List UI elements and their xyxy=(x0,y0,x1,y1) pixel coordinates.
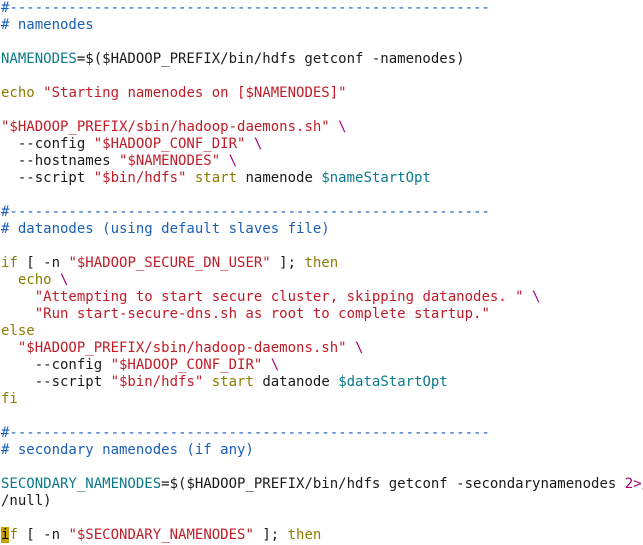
code-line[interactable] xyxy=(0,68,643,85)
code-token: --script xyxy=(1,374,111,390)
code-token: /sbin/hadoop-daemons.sh" xyxy=(127,119,330,135)
code-token: =$($HADOOP_PREFIX/bin/hdfs getconf -seco… xyxy=(161,476,625,492)
code-token: fi xyxy=(1,391,18,407)
code-token: /hdfs" xyxy=(152,374,204,390)
code-line[interactable] xyxy=(0,187,643,204)
code-token xyxy=(1,289,35,305)
code-line[interactable]: fi xyxy=(0,391,643,408)
code-token: $dataStartOpt xyxy=(338,374,448,390)
code-token: #---------------------------------------… xyxy=(1,204,490,220)
code-line[interactable]: "$HADOOP_PREFIX/sbin/hadoop-daemons.sh" … xyxy=(0,119,643,136)
code-token: namenode xyxy=(237,170,322,186)
code-token: --hostnames xyxy=(1,153,120,169)
code-token: 2> xyxy=(624,476,642,492)
code-line[interactable] xyxy=(0,34,643,51)
code-token: start xyxy=(186,170,238,186)
code-token xyxy=(1,272,18,288)
code-line[interactable]: if [ -n "$SECONDARY_NAMENODES" ]; then xyxy=(0,527,643,544)
code-token: datanode xyxy=(253,374,339,390)
code-line[interactable]: else xyxy=(0,323,643,340)
code-line[interactable]: echo \ xyxy=(0,272,643,289)
code-token: # secondary namenodes (if any) xyxy=(1,442,254,458)
code-token: [ -n xyxy=(17,527,69,543)
code-line[interactable] xyxy=(0,510,643,527)
code-line[interactable] xyxy=(0,459,643,476)
code-token: "$HADOOP_CONF_DIR" xyxy=(93,136,246,152)
code-token: # datanodes (using default slaves file) xyxy=(1,221,330,237)
code-token: then xyxy=(304,255,339,271)
code-line[interactable]: #---------------------------------------… xyxy=(0,425,643,442)
code-token: \ xyxy=(262,357,280,373)
code-token: --config xyxy=(1,357,111,373)
code-token: f xyxy=(9,527,18,543)
code-token: --script xyxy=(1,170,94,186)
code-line[interactable]: #---------------------------------------… xyxy=(0,0,643,17)
code-token: SECONDARY_NAMENODES xyxy=(1,476,162,492)
code-token: "$NAMENODES" xyxy=(119,153,221,169)
code-line[interactable]: "Run start-secure-dns.sh as root to comp… xyxy=(0,306,643,323)
code-token: =$($HADOOP_PREFIX/bin/hdfs getconf -name… xyxy=(76,51,465,67)
code-token: \ xyxy=(346,340,364,356)
code-line[interactable]: echo "Starting namenodes on [$NAMENODES]… xyxy=(0,85,643,102)
code-token: #---------------------------------------… xyxy=(1,425,490,441)
code-token: "Starting namenodes on [$NAMENODES]" xyxy=(43,85,347,101)
code-line[interactable]: if [ -n "$HADOOP_SECURE_DN_USER" ]; then xyxy=(0,255,643,272)
code-token: "$bin xyxy=(110,374,153,390)
code-token: if xyxy=(1,255,18,271)
code-token: /dev xyxy=(642,476,643,492)
code-line[interactable]: /null) xyxy=(0,493,643,510)
code-token: /hdfs" xyxy=(135,170,187,186)
code-token: else xyxy=(1,323,35,339)
code-token: "$bin xyxy=(93,170,136,186)
code-token: \ xyxy=(329,119,347,135)
code-line[interactable]: #---------------------------------------… xyxy=(0,204,643,221)
code-token: /null) xyxy=(1,493,52,509)
code-token: "$SECONDARY_NAMENODES" xyxy=(68,527,254,543)
code-line[interactable] xyxy=(0,408,643,425)
code-line[interactable]: "Attempting to start secure cluster, ski… xyxy=(0,289,643,306)
code-token: # namenodes xyxy=(1,17,94,33)
code-token: echo xyxy=(17,272,52,288)
code-line[interactable]: --script "$bin/hdfs" start namenode $nam… xyxy=(0,170,643,187)
code-token: #---------------------------------------… xyxy=(1,0,490,16)
code-token: \ xyxy=(245,136,263,152)
code-token: \ xyxy=(51,272,69,288)
code-token: "$HADOOP_PREFIX xyxy=(17,340,145,356)
code-token: [ -n xyxy=(17,255,69,271)
code-token: /sbin/hadoop-daemons.sh" xyxy=(144,340,347,356)
code-token: $nameStartOpt xyxy=(321,170,431,186)
code-line[interactable] xyxy=(0,238,643,255)
code-line[interactable]: SECONDARY_NAMENODES=$($HADOOP_PREFIX/bin… xyxy=(0,476,643,493)
text-cursor: i xyxy=(1,527,10,543)
code-token: NAMENODES xyxy=(1,51,77,67)
code-token: "Run start-secure-dns.sh as root to comp… xyxy=(34,306,490,322)
code-token: then xyxy=(287,527,322,543)
code-token: \ xyxy=(523,289,541,305)
code-line[interactable]: --config "$HADOOP_CONF_DIR" \ xyxy=(0,357,643,374)
code-token: --config xyxy=(1,136,94,152)
code-token: \ xyxy=(220,153,238,169)
code-line[interactable] xyxy=(0,102,643,119)
code-token: ]; xyxy=(253,527,288,543)
code-token xyxy=(35,85,43,101)
code-line[interactable]: --script "$bin/hdfs" start datanode $dat… xyxy=(0,374,643,391)
code-line[interactable]: "$HADOOP_PREFIX/sbin/hadoop-daemons.sh" … xyxy=(0,340,643,357)
code-token: "$HADOOP_PREFIX xyxy=(1,119,128,135)
code-line[interactable]: --hostnames "$NAMENODES" \ xyxy=(0,153,643,170)
code-line[interactable]: # datanodes (using default slaves file) xyxy=(0,221,643,238)
code-line[interactable]: # secondary namenodes (if any) xyxy=(0,442,643,459)
code-token: "$HADOOP_CONF_DIR" xyxy=(110,357,263,373)
code-token: "$HADOOP_SECURE_DN_USER" xyxy=(68,255,271,271)
code-line[interactable]: NAMENODES=$($HADOOP_PREFIX/bin/hdfs getc… xyxy=(0,51,643,68)
code-token: echo xyxy=(1,85,35,101)
code-token: start xyxy=(203,374,254,390)
code-token xyxy=(1,340,18,356)
code-token: ]; xyxy=(270,255,305,271)
code-token xyxy=(1,306,35,322)
code-token: "Attempting to start secure cluster, ski… xyxy=(34,289,524,305)
code-line[interactable]: # namenodes xyxy=(0,17,643,34)
code-line[interactable]: --config "$HADOOP_CONF_DIR" \ xyxy=(0,136,643,153)
